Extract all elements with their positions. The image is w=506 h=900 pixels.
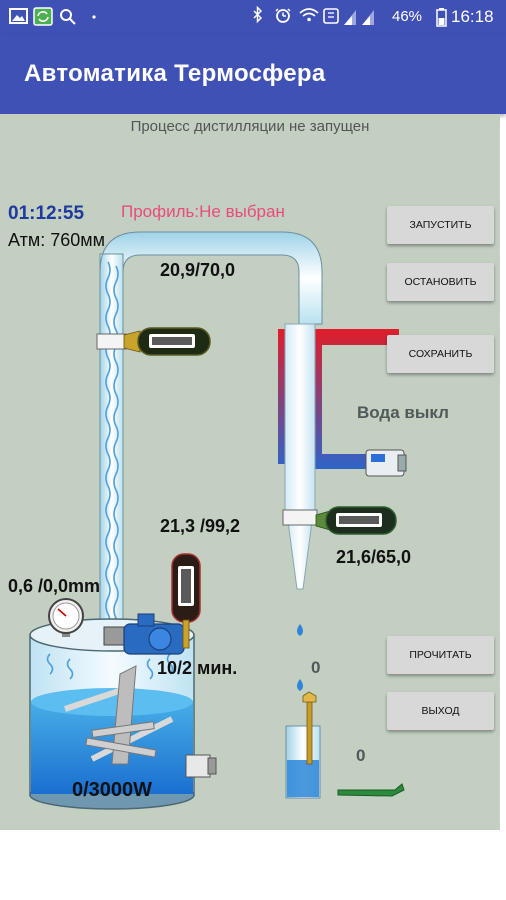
water-status: Вода выкл xyxy=(357,403,449,422)
atmospheric-pressure: Атм: 760мм xyxy=(8,230,106,250)
app-bar: Автоматика Термосфера xyxy=(0,34,506,114)
tank-temperature: 21,3 /99,2 xyxy=(160,516,241,536)
tank-pressure: 0,6 /0,0mm xyxy=(8,576,101,596)
condenser xyxy=(278,323,407,590)
app-title: Автоматика Термосфера xyxy=(24,60,326,87)
distillate-drops xyxy=(297,624,303,691)
notification-dot-icon xyxy=(92,15,96,19)
gallery-icon xyxy=(9,8,28,24)
wifi-icon xyxy=(299,8,319,22)
tank-thermometer-icon xyxy=(171,553,201,649)
start-button[interactable]: ЗАПУСТИТЬ xyxy=(387,206,494,244)
condenser-thermometer-icon xyxy=(315,506,397,535)
distillation-panel: Процесс дистилляции не запущен 01:12:55 … xyxy=(0,114,500,830)
flow-counter: 0 xyxy=(356,746,366,765)
column-thermometer-icon xyxy=(123,327,211,356)
signal-icon-2 xyxy=(362,10,374,25)
status-bar: 46% 16:18 xyxy=(0,0,506,34)
status-icons-right xyxy=(253,5,374,25)
pump-valve-icon xyxy=(103,613,185,655)
nfc-icon xyxy=(323,8,339,24)
profile-label: Профиль:Не выбран xyxy=(121,202,285,221)
timer: 01:12:55 xyxy=(8,203,85,224)
battery-percent: 46% xyxy=(392,8,423,25)
heater-power: 0/3000W xyxy=(72,779,153,801)
signal-icon xyxy=(344,10,356,25)
receiver-glass xyxy=(285,691,321,799)
process-status-text: Процесс дистилляции не запущен xyxy=(130,118,370,135)
stop-button[interactable]: ОСТАНОВИТЬ xyxy=(387,263,494,301)
pressure-gauge-icon xyxy=(48,598,84,637)
pump-time: 10/2 мин. xyxy=(157,658,238,678)
bluetooth-icon xyxy=(253,5,263,24)
alarm-icon xyxy=(275,8,291,23)
status-icons-left xyxy=(9,7,96,26)
drop-counter: 0 xyxy=(311,658,321,677)
flow-sensor xyxy=(337,783,405,797)
distillation-diagram xyxy=(29,231,407,810)
save-button[interactable]: СОХРАНИТЬ xyxy=(387,335,494,373)
clock: 16:18 xyxy=(451,7,494,26)
sync-icon xyxy=(33,7,53,26)
exit-button[interactable]: ВЫХОД xyxy=(387,692,494,730)
condenser-temperature: 21,6/65,0 xyxy=(336,547,412,567)
search-icon xyxy=(60,9,76,25)
read-button[interactable]: ПРОЧИТАТЬ xyxy=(387,636,494,674)
battery-icon xyxy=(436,8,447,27)
column-temperature: 20,9/70,0 xyxy=(160,260,236,280)
